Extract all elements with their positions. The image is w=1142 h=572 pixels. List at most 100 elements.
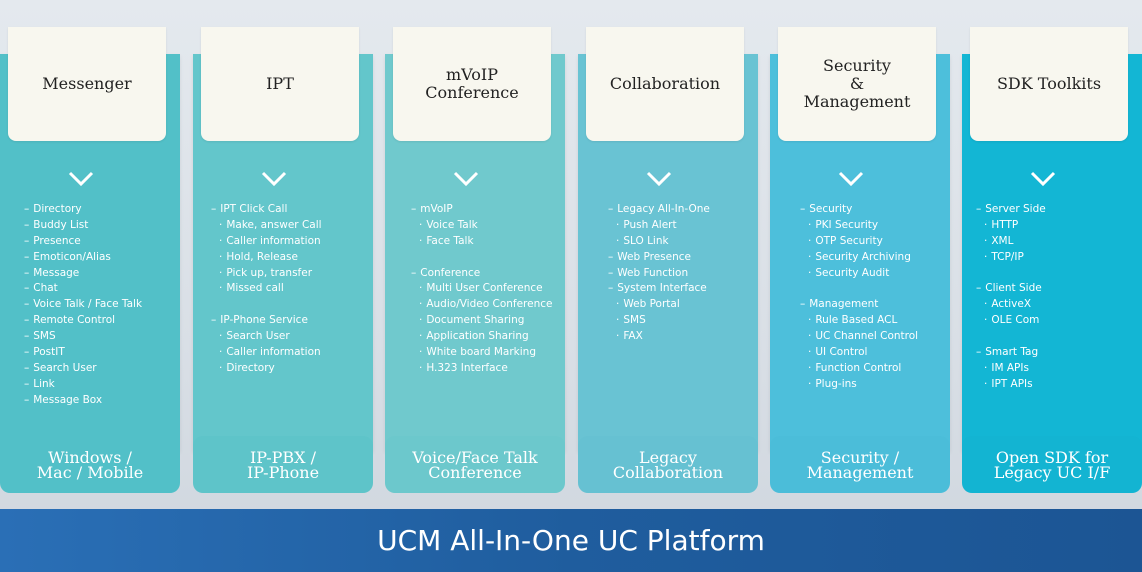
list-item: Document Sharing <box>411 313 552 329</box>
list-item: Web Portal <box>608 297 710 313</box>
list-item: Multi User Conference <box>411 281 552 297</box>
list-item: Remote Control <box>24 313 142 329</box>
feature-list: Server SideHTTPXMLTCP/IP Client SideActiv… <box>976 202 1046 393</box>
feature-list: mVoIPVoice TalkFace TalkConferenceMulti … <box>411 202 552 377</box>
list-item: Caller information <box>211 234 322 250</box>
module-title: Messenger <box>8 27 166 141</box>
list-item: Plug-ins <box>800 377 918 393</box>
module-title: Collaboration <box>586 27 744 141</box>
list-item: Caller information <box>211 345 322 361</box>
module-title: mVoIP Conference <box>393 27 551 141</box>
platform-banner: UCM All-In-One UC Platform <box>0 509 1142 572</box>
list-item: XML <box>976 234 1046 250</box>
module-footer-label: Voice/Face Talk Conference <box>412 447 538 482</box>
module-column: IPT IPT Click CallMake, answer CallCaller… <box>193 27 373 493</box>
feature-list: DirectoryBuddy ListPresenceEmoticon/Alia… <box>24 202 142 409</box>
list-item: HTTP <box>976 218 1046 234</box>
list-item: Chat <box>24 281 142 297</box>
list-item: Face Talk <box>411 234 552 250</box>
list-item: Web Presence <box>608 250 710 266</box>
list-item: Missed call <box>211 281 322 297</box>
list-item: IPT APIs <box>976 377 1046 393</box>
list-item: Legacy All-In-One <box>608 202 710 218</box>
feature-list: Legacy All-In-OnePush AlertSLO LinkWeb P… <box>608 202 710 345</box>
list-item: Security Audit <box>800 266 918 282</box>
list-item: Link <box>24 377 142 393</box>
list-item: Presence <box>24 234 142 250</box>
module-column: SDK ToolkitsServer SideHTTPXMLTCP/IP Clie… <box>962 27 1142 493</box>
module-column: MessengerDirectoryBuddy ListPresenceEmot… <box>0 27 180 493</box>
chevron-down-icon <box>453 171 479 187</box>
list-item: Emoticon/Alias <box>24 250 142 266</box>
list-item: Function Control <box>800 361 918 377</box>
module-column: Security & ManagementSecurityPKI Securit… <box>770 27 950 493</box>
list-item: IP-Phone Service <box>211 313 322 329</box>
list-spacer <box>976 329 1046 345</box>
module-footer-label: Security / Management <box>806 447 914 482</box>
list-item: Message <box>24 266 142 282</box>
list-item: ActiveX <box>976 297 1046 313</box>
list-item: Buddy List <box>24 218 142 234</box>
list-item: IM APIs <box>976 361 1046 377</box>
module-footer-label: Legacy Collaboration <box>612 447 724 482</box>
list-item: Web Function <box>608 266 710 282</box>
list-item: H.323 Interface <box>411 361 552 377</box>
module-footer-label: Open SDK for Legacy UC I/F <box>993 447 1111 482</box>
list-item: Client Side <box>976 281 1046 297</box>
chevron-down-icon <box>68 171 94 187</box>
list-item: Conference <box>411 266 552 282</box>
list-spacer <box>411 250 552 266</box>
module-footer: Windows / Mac / Mobile <box>0 436 180 493</box>
list-item: Hold, Release <box>211 250 322 266</box>
module-footer: Security / Management <box>770 436 950 493</box>
list-item: UI Control <box>800 345 918 361</box>
list-item: FAX <box>608 329 710 345</box>
list-item: SLO Link <box>608 234 710 250</box>
feature-list: SecurityPKI SecurityOTP SecuritySecurity… <box>800 202 918 393</box>
chevron-down-icon <box>838 171 864 187</box>
list-item: System Interface <box>608 281 710 297</box>
list-item: OLE Com <box>976 313 1046 329</box>
module-footer: Voice/Face Talk Conference <box>385 436 565 493</box>
list-item: Make, answer Call <box>211 218 321 234</box>
list-item: SMS <box>24 329 142 345</box>
list-item: PostIT <box>24 345 142 361</box>
chevron-down-icon <box>646 171 672 187</box>
list-item: Message Box <box>24 393 142 409</box>
list-item: Directory <box>211 361 322 377</box>
list-item: mVoIP <box>411 202 552 218</box>
list-item: Management <box>800 297 918 313</box>
list-item: Search User <box>24 361 142 377</box>
list-item: White board Marking <box>411 345 552 361</box>
module-title: IPT <box>201 27 359 141</box>
list-item: SMS <box>608 313 710 329</box>
list-item: Voice Talk <box>411 218 552 234</box>
module-footer: IP-PBX / IP-Phone <box>193 436 373 493</box>
platform-label: UCM All-In-One UC Platform <box>377 524 765 557</box>
chevron-down-icon <box>1030 171 1056 187</box>
module-footer-label: Windows / Mac / Mobile <box>36 447 144 482</box>
list-item: Push Alert <box>608 218 710 234</box>
list-item: PKI Security <box>800 218 918 234</box>
list-item: Rule Based ACL <box>800 313 918 329</box>
list-item: UC Channel Control <box>800 329 918 345</box>
module-column: CollaborationLegacy All-In-OnePush Alert… <box>578 27 758 493</box>
module-title: Security & Management <box>778 27 936 141</box>
list-item: Pick up, transfer <box>211 266 322 282</box>
module-column: mVoIP ConferencemVoIPVoice TalkFace Talk… <box>385 27 565 493</box>
module-title: SDK Toolkits <box>970 27 1128 141</box>
list-item: Security <box>800 202 918 218</box>
list-item: Voice Talk / Face Talk <box>24 297 142 313</box>
list-item: OTP Security <box>800 234 918 250</box>
list-item: Server Side <box>976 202 1045 218</box>
list-item: Security Archiving <box>800 250 918 266</box>
list-item: Audio/Video Conference <box>411 297 552 313</box>
list-item: Search User <box>211 329 322 345</box>
module-footer: Legacy Collaboration <box>578 436 758 493</box>
list-spacer <box>800 281 918 297</box>
list-item: Application Sharing <box>411 329 552 345</box>
list-item: TCP/IP <box>976 250 1046 266</box>
list-spacer <box>976 266 1046 282</box>
list-item: Smart Tag <box>976 345 1046 361</box>
feature-list: IPT Click CallMake, answer CallCaller in… <box>211 202 322 377</box>
